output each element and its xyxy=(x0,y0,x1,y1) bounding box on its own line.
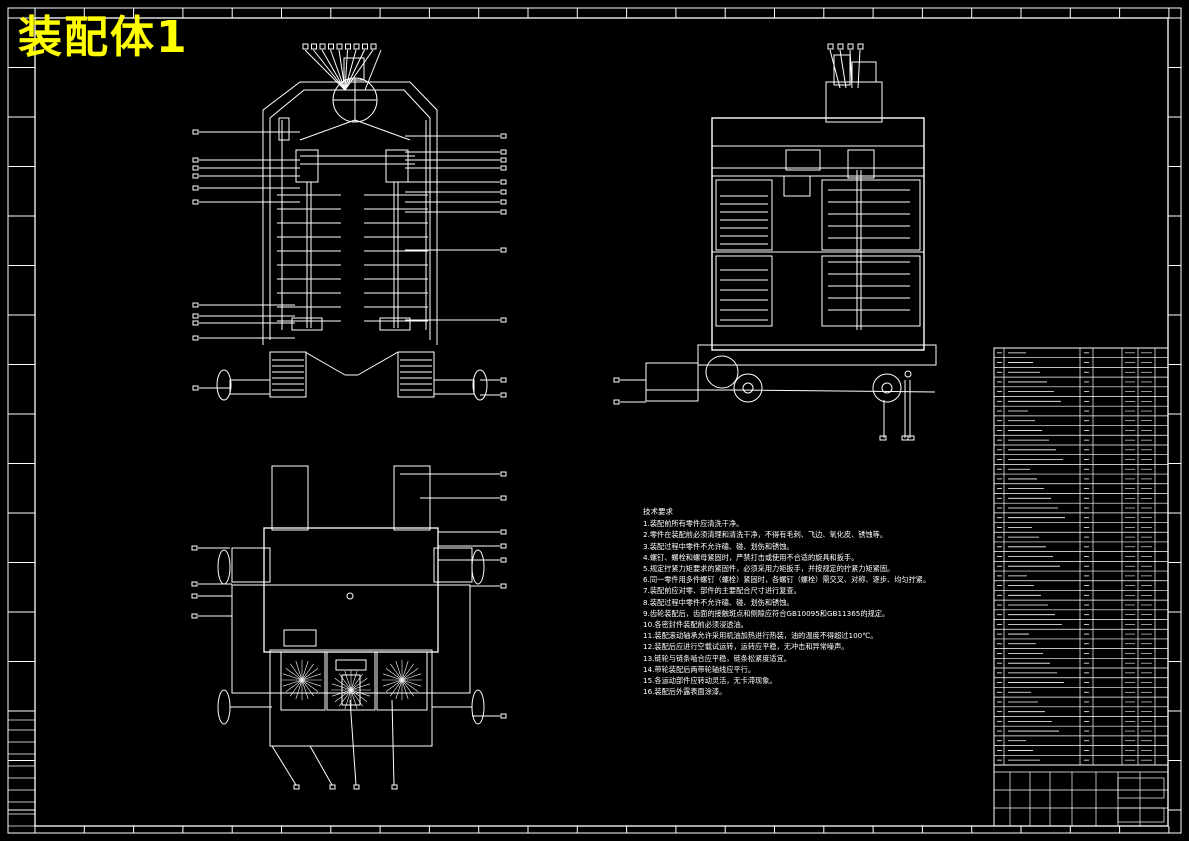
technical-requirements-heading: 技术要求 xyxy=(643,507,673,516)
note-line: 10.各密封件装配前必须浸透油。 xyxy=(643,620,748,630)
note-line: 8.装配过程中零件不允许磕、碰、划伤和锈蚀。 xyxy=(643,597,794,607)
note-line: 4.螺钉、螺栓和螺母紧固时，严禁打击或使用不合适的旋具和扳手。 xyxy=(643,552,859,562)
note-line: 15.各运动部件应转动灵活，无卡滞现象。 xyxy=(643,676,777,686)
side-view xyxy=(613,43,937,441)
drawing-title: 装配体1 xyxy=(18,12,189,63)
note-line: 16.装配后外露表面涂漆。 xyxy=(643,687,727,697)
parts-list-table xyxy=(993,347,1169,766)
title-block xyxy=(7,719,1169,827)
note-line: 2.零件在装配前必须清理和清洗干净，不得有毛刺、飞边、氧化皮、锈蚀等。 xyxy=(643,530,888,540)
note-line: 11.装配滚动轴承允许采用机油加热进行热装，油的温度不得超过100℃。 xyxy=(643,631,878,641)
drawing-sheet-frame xyxy=(7,7,1182,834)
note-line: 13.链轮与链条啮合应平稳，链条松紧度适宜。 xyxy=(643,653,791,663)
note-line: 6.同一零件用多件螺钉（螺栓）紧固时，各螺钉（螺栓）需交叉、对称、逐步、均匀拧紧… xyxy=(643,575,931,585)
note-line: 14.带轮装配后两带轮轴线应平行。 xyxy=(643,664,756,674)
note-line: 1.装配前所有零件应清洗干净。 xyxy=(643,519,744,529)
note-line: 12.装配后应进行空载试运转，运转应平稳，无冲击和异常噪声。 xyxy=(643,642,849,652)
top-view xyxy=(191,465,507,790)
note-line: 9.齿轮装配后，齿面的接触斑点和侧隙应符合GB10095和GB11365的规定。 xyxy=(643,608,890,618)
front-view xyxy=(192,43,507,401)
note-line: 3.装配过程中零件不允许磕、碰、划伤和锈蚀。 xyxy=(643,541,794,551)
technical-requirements: 技术要求 1.装配前所有零件应清洗干净。 2.零件在装配前必须清理和清洗干净，不… xyxy=(643,506,953,697)
note-line: 7.装配前应对零、部件的主要配合尺寸进行复查。 xyxy=(643,586,801,596)
note-line: 5.规定拧紧力矩要求的紧固件，必须采用力矩扳手，并按规定的拧紧力矩紧固。 xyxy=(643,564,895,574)
